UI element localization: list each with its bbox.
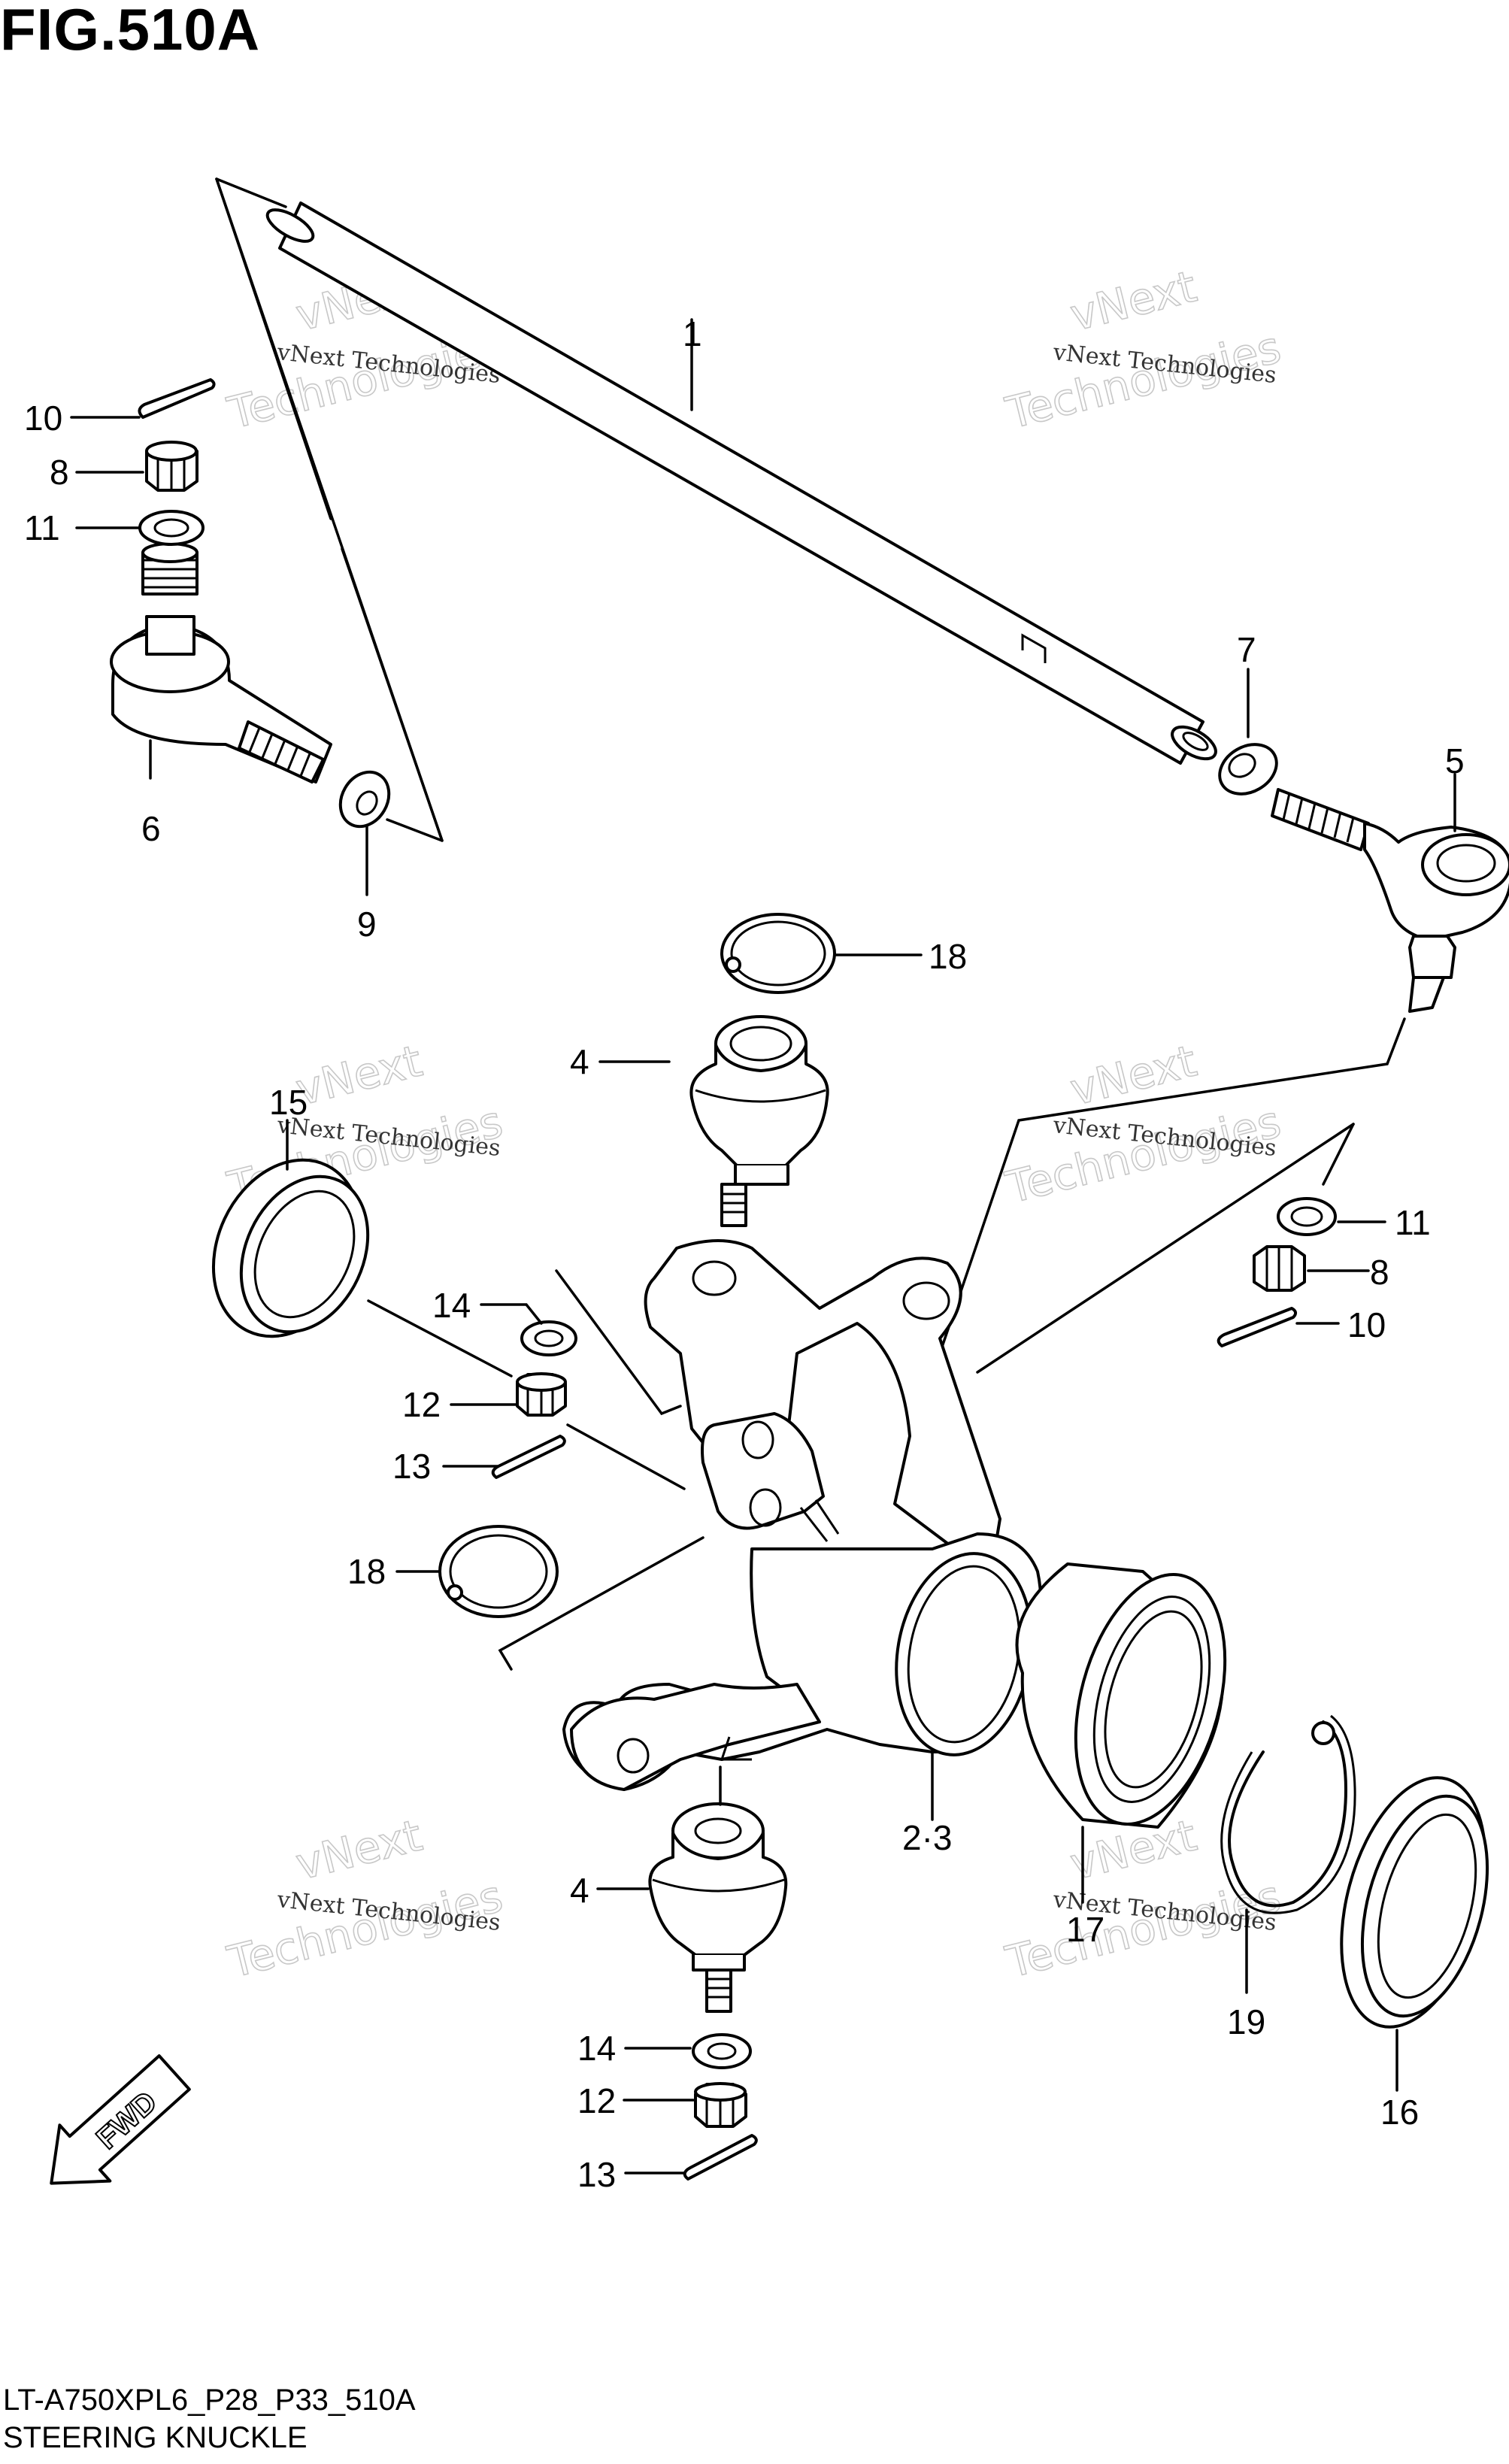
- bracket-line-knuckle-top: [555, 1269, 682, 1416]
- snap-ring-19: [1220, 1714, 1356, 1914]
- label-5: 5: [1445, 741, 1465, 780]
- tie-rod-end-left: [110, 542, 332, 783]
- bracket-line-left-side2: [341, 547, 444, 842]
- leader-lines: [70, 318, 1456, 2175]
- label-8-top: 8: [50, 453, 69, 492]
- oil-seal-15: [211, 1158, 370, 1338]
- oil-seal-16: [1340, 1776, 1489, 2029]
- watermark-group-6: vNext Technologies vNext Technologies: [1000, 1809, 1286, 1989]
- label-14-bottom: 14: [577, 2029, 616, 2068]
- bracket-line-right-a: [1322, 1123, 1355, 1186]
- watermark-group-4: vNext Technologies vNext Technologies: [1000, 1035, 1286, 1214]
- label-4-bottom: 4: [570, 1871, 589, 1910]
- cotter-pin-10-right: [1217, 1307, 1297, 1347]
- label-12-left: 12: [402, 1385, 441, 1424]
- circlip-18-left: [438, 1525, 559, 1618]
- ball-joint-4-bottom: [648, 1802, 788, 2013]
- bracket-line-right-b: [976, 1123, 1355, 1374]
- bearing-17: [1015, 1562, 1227, 1829]
- watermark-vnext: vNext: [291, 1035, 427, 1116]
- fwd-arrow-icon: FWD: [50, 2054, 191, 2185]
- tie-rod-end-right: [1271, 788, 1509, 1013]
- steering-knuckle: [562, 1239, 1043, 1791]
- bracket-line-left-top: [215, 177, 287, 208]
- callout-labels: 1 10 8 11 6 9 7 5 18 4 15 11 8 10 14 12 …: [24, 314, 1465, 2194]
- ball-joint-4-top: [689, 1015, 829, 1227]
- castle-nut-8-top: [145, 441, 198, 492]
- watermark-vnext: vNext: [1065, 261, 1201, 341]
- label-2-3: 2·3: [902, 1818, 952, 1857]
- washer-11-right: [1277, 1197, 1337, 1236]
- label-14-left: 14: [432, 1286, 471, 1325]
- watermark-group-5: vNext Technologies vNext Technologies: [222, 1809, 508, 1989]
- label-10-top: 10: [24, 399, 62, 438]
- label-9: 9: [357, 905, 377, 944]
- label-7: 7: [1237, 630, 1256, 669]
- leader-seal-to-knuckle: [367, 1299, 513, 1377]
- label-18-top: 18: [929, 937, 967, 976]
- label-11-right: 11: [1395, 1203, 1431, 1242]
- label-1: 1: [683, 314, 702, 353]
- bracket-line-right-upper: [938, 1017, 1406, 1355]
- castle-nut-12-bottom: [694, 2082, 747, 2128]
- watermark-vnext: vNext: [291, 1810, 427, 1890]
- leader-pin-to-knuckle: [566, 1423, 686, 1490]
- label-8-right: 8: [1370, 1253, 1389, 1292]
- label-13-left: 13: [392, 1447, 431, 1486]
- label-4-top: 4: [570, 1042, 589, 1081]
- label-12-bottom: 12: [577, 2081, 616, 2120]
- label-15: 15: [269, 1083, 308, 1122]
- figure-title: FIG.510A: [0, 0, 261, 62]
- label-11-top: 11: [24, 508, 60, 547]
- cotter-pin-13-left: [491, 1435, 566, 1479]
- castle-nut-12-left: [516, 1372, 567, 1417]
- castle-nut-8-right: [1253, 1245, 1306, 1292]
- label-17: 17: [1066, 1910, 1104, 1949]
- diagram-name: STEERING KNUCKLE: [3, 2421, 308, 2454]
- cotter-pin-13-bottom: [683, 2134, 758, 2181]
- label-16: 16: [1380, 2093, 1419, 2132]
- tie-rod: [265, 202, 1217, 765]
- cotter-pin-10-top: [138, 378, 216, 419]
- bracket-line-knuckle-left: [498, 1536, 705, 1671]
- label-6: 6: [141, 809, 161, 848]
- label-10-right: 10: [1347, 1305, 1386, 1344]
- label-19: 19: [1227, 2002, 1265, 2041]
- circlip-18-top: [720, 913, 836, 994]
- washer-14-bottom: [692, 2033, 752, 2069]
- bracket-line-left-side: [215, 177, 332, 520]
- label-13-bottom: 13: [577, 2155, 616, 2194]
- nut-7: [1218, 743, 1278, 796]
- diagram-code: LT-A750XPL6_P28_P33_510A: [3, 2384, 416, 2417]
- washer-14-left: [520, 1320, 577, 1356]
- label-18-left: 18: [347, 1552, 386, 1591]
- bracket-line-left-bottom: [386, 818, 444, 842]
- washer-11-top: [138, 510, 205, 546]
- watermark-group-2: vNext Technologies vNext Technologies: [1000, 260, 1286, 440]
- nut-9: [338, 770, 391, 829]
